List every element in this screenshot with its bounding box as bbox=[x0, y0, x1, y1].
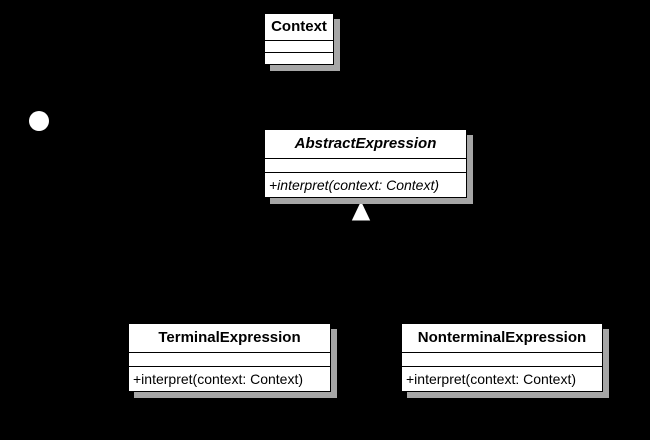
class-context-name: Context bbox=[265, 14, 333, 41]
class-context-attributes bbox=[265, 41, 333, 53]
class-abstract-expression-attributes bbox=[265, 159, 466, 173]
initial-node bbox=[29, 111, 49, 131]
class-terminal-expression-operation: +interpret(context: Context) bbox=[133, 371, 304, 387]
class-nonterminal-expression-attributes bbox=[402, 353, 602, 367]
class-nonterminal-expression[interactable]: NonterminalExpression +interpret(context… bbox=[401, 323, 603, 392]
class-context-operations bbox=[265, 53, 333, 65]
class-terminal-expression-name: TerminalExpression bbox=[129, 324, 330, 353]
class-context[interactable]: Context bbox=[264, 13, 334, 65]
class-terminal-expression-attributes bbox=[129, 353, 330, 367]
class-terminal-expression[interactable]: TerminalExpression +interpret(context: C… bbox=[128, 323, 331, 392]
class-nonterminal-expression-operation: +interpret(context: Context) bbox=[406, 371, 577, 387]
class-abstract-expression-operation: +interpret(context: Context) bbox=[269, 177, 440, 193]
generalization-arrowhead bbox=[350, 198, 372, 222]
class-nonterminal-expression-name: NonterminalExpression bbox=[402, 324, 602, 353]
class-abstract-expression[interactable]: AbstractExpression +interpret(context: C… bbox=[264, 129, 467, 198]
class-abstract-expression-name: AbstractExpression bbox=[265, 130, 466, 159]
